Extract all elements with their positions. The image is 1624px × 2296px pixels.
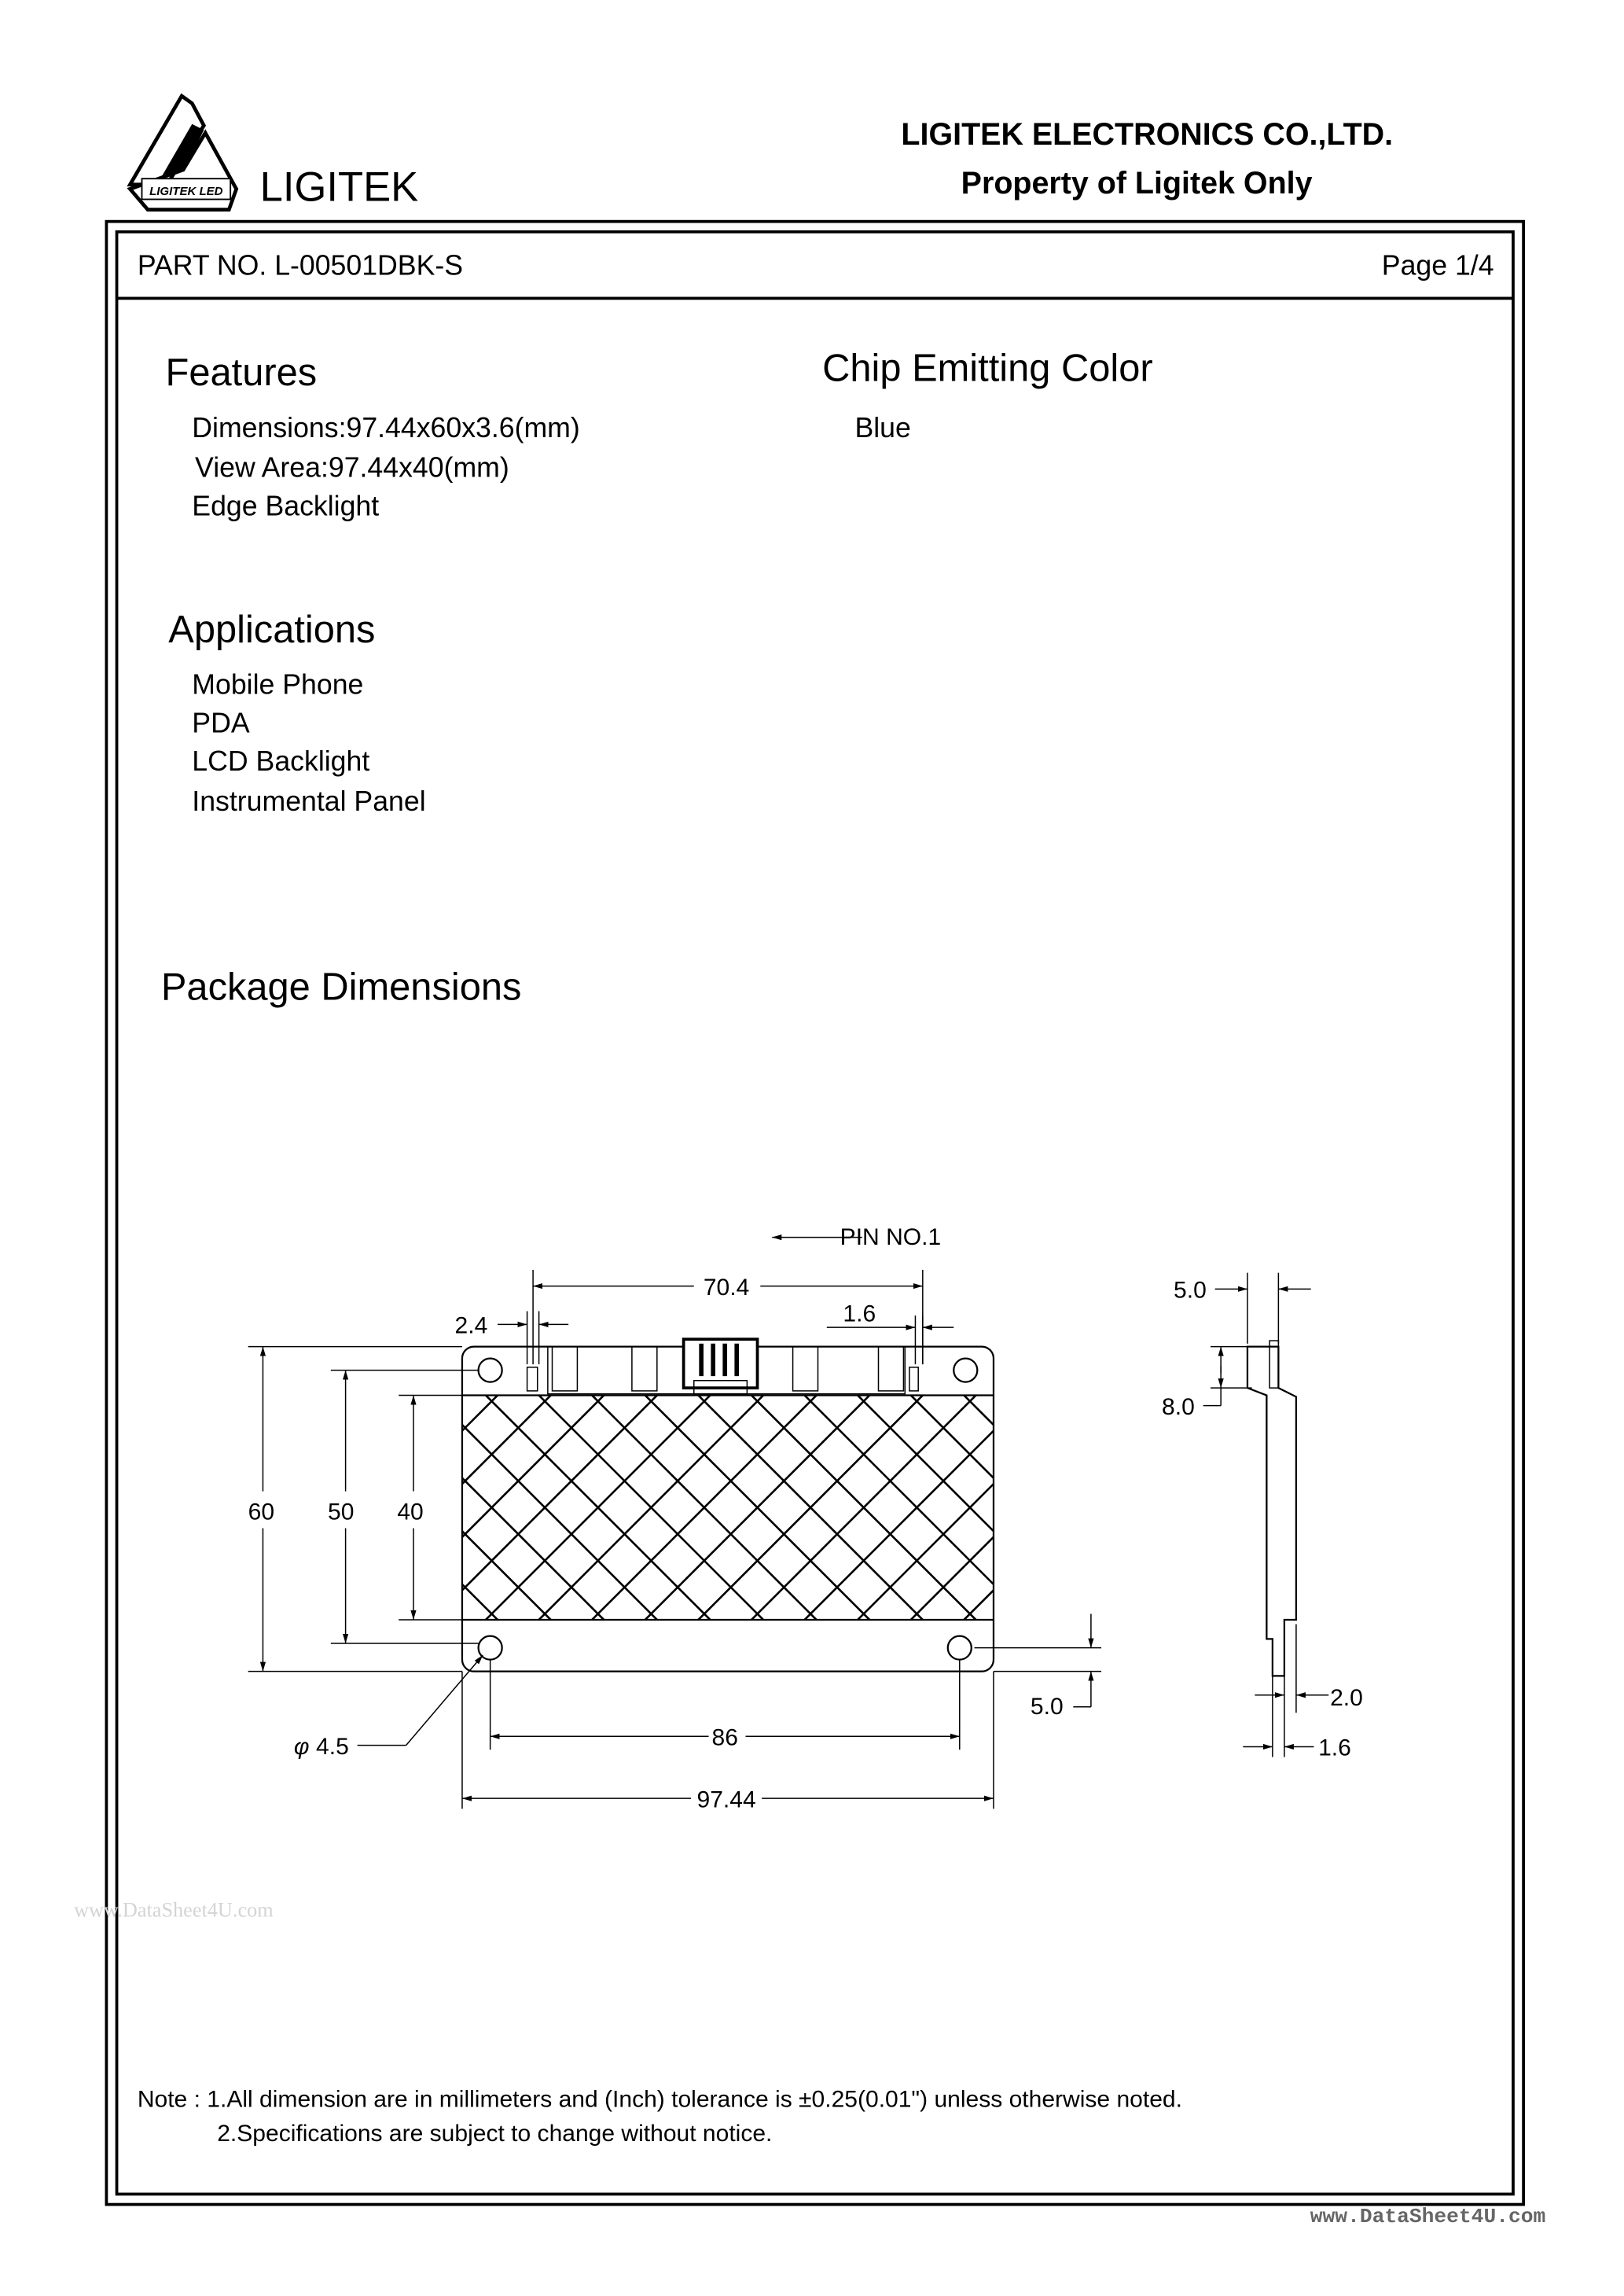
brand-name: LIGITEK — [260, 164, 419, 210]
hatch-line — [461, 1395, 552, 1486]
view-area-hatch — [167, 1395, 1507, 1620]
dim-5-0-bottom: 5.0 — [1031, 1694, 1064, 1720]
feature-item: Dimensions:97.44x60x3.6(mm) — [192, 412, 579, 443]
hatch-line — [1071, 1396, 1295, 1620]
hatch-line — [1071, 1396, 1295, 1620]
logo-text: LIGITEK LED — [149, 185, 223, 198]
page-number: Page 1/4 — [1382, 249, 1494, 281]
inner-border — [115, 230, 1515, 2196]
hatch-line — [167, 1396, 391, 1620]
dim-side-1-6: 1.6 — [1318, 1735, 1351, 1761]
hatch-line — [1229, 1396, 1453, 1620]
dim-side-5-0: 5.0 — [1174, 1278, 1207, 1304]
note-line-2: 2.Specifications are subject to change w… — [217, 2121, 772, 2147]
hatch-line — [591, 1395, 818, 1620]
hatch-line — [644, 1395, 871, 1620]
hatch-line — [461, 1395, 658, 1592]
dim-1-6: 1.6 — [843, 1301, 876, 1327]
chip-color-heading: Chip Emitting Color — [822, 347, 1152, 389]
dim-60: 60 — [248, 1499, 274, 1525]
dim-2-4: 2.4 — [455, 1313, 488, 1339]
company-name: LIGITEK ELECTRONICS CO.,LTD. — [901, 117, 1393, 152]
feature-item: View Area:97.44x40(mm) — [195, 452, 509, 484]
hatch-line — [857, 1482, 994, 1620]
application-item: LCD Backlight — [192, 745, 369, 777]
hatch-line — [963, 1395, 994, 1426]
dim-side-8-0: 8.0 — [1162, 1394, 1195, 1420]
chip-color-value: Blue — [854, 412, 910, 443]
hatch-line — [485, 1395, 711, 1620]
hatch-line — [963, 1588, 994, 1620]
hatch-line — [1123, 1396, 1347, 1620]
dim-50: 50 — [328, 1499, 354, 1525]
watermark-left: www.DataSheet4U.com — [74, 1898, 274, 1921]
hatch-line — [751, 1395, 977, 1620]
phi-symbol: φ — [294, 1734, 310, 1760]
package-heading: Package Dimensions — [161, 966, 522, 1008]
side-view-drawing: 5.0 8.0 2.0 1.6 — [1162, 1272, 1363, 1761]
hatch-line — [1017, 1396, 1241, 1620]
hatch-line — [1017, 1396, 1241, 1620]
outer-border — [105, 219, 1525, 2206]
hatch-line — [1283, 1396, 1507, 1620]
application-item: PDA — [192, 707, 250, 738]
dim-97-44: 97.44 — [697, 1786, 756, 1812]
pin-label: PIN NO.1 — [840, 1224, 942, 1250]
hatch-line — [909, 1395, 994, 1480]
note-line-1: Note : 1.All dimension are in millimeter… — [138, 2087, 1182, 2113]
application-item: Mobile Phone — [192, 669, 363, 701]
dim-40: 40 — [397, 1499, 423, 1525]
feature-item: Edge Backlight — [192, 490, 379, 521]
hatch-line — [461, 1395, 605, 1539]
property-notice: Property of Ligitek Only — [961, 166, 1313, 201]
hatch-line — [909, 1535, 994, 1620]
part-number: PART NO. L-00501DBK-S — [138, 249, 463, 281]
hatch-line — [167, 1396, 391, 1620]
dim-4-5: 4.5 — [316, 1734, 349, 1760]
hatch-line — [803, 1429, 994, 1620]
dim-86: 86 — [712, 1725, 738, 1751]
applications-heading: Applications — [168, 609, 375, 651]
hatch-line — [1123, 1396, 1347, 1620]
hatch-line — [697, 1395, 924, 1620]
hatch-line — [1283, 1396, 1507, 1620]
dim-side-2-0: 2.0 — [1330, 1685, 1363, 1711]
hatch-line — [538, 1395, 764, 1620]
hatch-line — [461, 1529, 552, 1620]
front-view-drawing: 70.4 2.4 1.6 PIN NO.1 60 50 40 86 — [167, 1224, 1507, 1812]
hatch-line — [1229, 1396, 1453, 1620]
hatch-line — [1177, 1396, 1401, 1620]
application-item: Instrumental Panel — [192, 786, 425, 817]
dim-70-4: 70.4 — [704, 1275, 749, 1301]
watermark-bottom: www.DataSheet4U.com — [1310, 2205, 1545, 2228]
features-heading: Features — [166, 351, 318, 394]
ligitek-logo: LIGITEK LED — [127, 93, 239, 212]
hatch-line — [1177, 1396, 1401, 1620]
